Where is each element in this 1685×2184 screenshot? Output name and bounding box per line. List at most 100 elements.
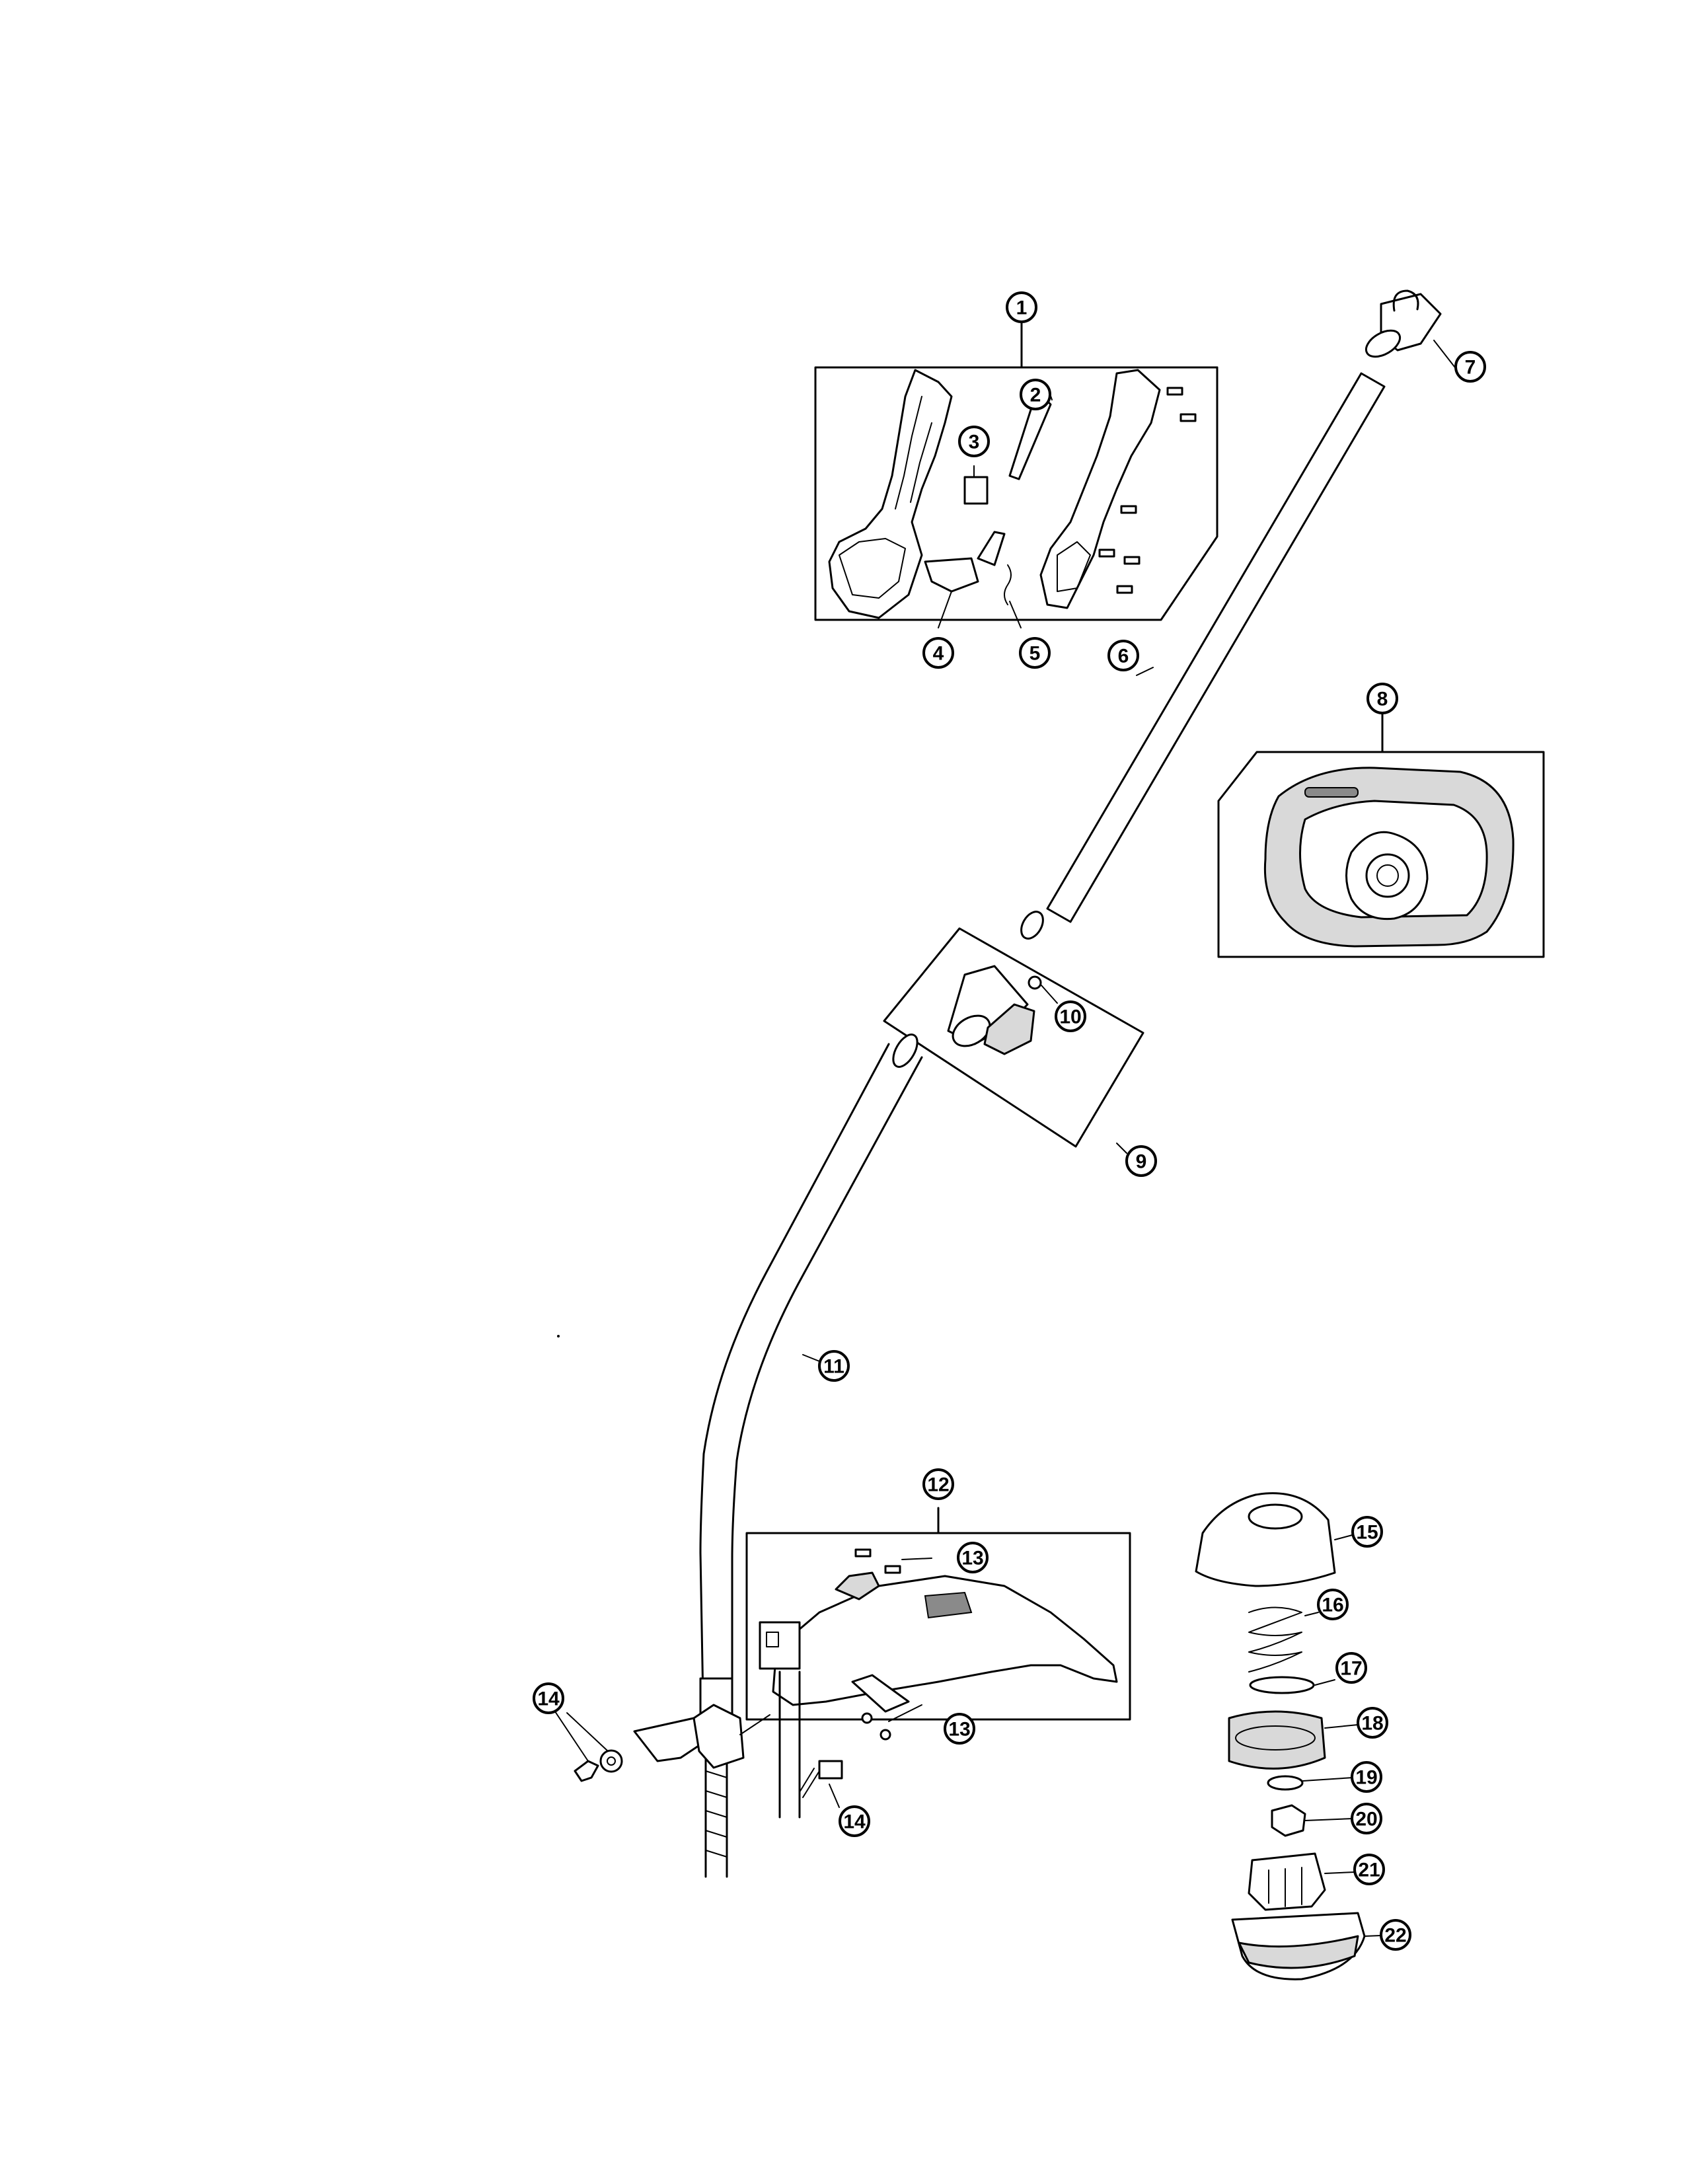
callout-number: 11 — [823, 1356, 844, 1378]
leader-6 — [1136, 667, 1154, 676]
callout-number: 7 — [1465, 357, 1476, 379]
head-spring — [1248, 1606, 1302, 1673]
callout-c5: 5 — [1019, 637, 1051, 669]
coupler-panel — [883, 927, 1144, 1154]
leader-19 — [1302, 1777, 1354, 1782]
callout-c14b: 14 — [839, 1805, 870, 1837]
leader-17 — [1314, 1679, 1335, 1686]
callout-circle — [818, 1350, 850, 1382]
callout-circle — [1020, 379, 1051, 410]
callout-circle — [1006, 291, 1037, 323]
callout-circle — [533, 1682, 564, 1714]
callout-number: 13 — [948, 1719, 970, 1741]
callout-number: 15 — [1356, 1522, 1378, 1544]
left-handle-ribs — [895, 396, 932, 509]
callout-c4: 4 — [922, 637, 954, 669]
guard-bolt-head — [818, 1760, 843, 1780]
leader-4 — [938, 591, 952, 628]
leader-7 — [1433, 340, 1458, 371]
leader-13-bottom — [888, 1704, 922, 1722]
screw — [1166, 387, 1183, 396]
callout-circle — [1055, 1000, 1086, 1032]
leader-15 — [1334, 1534, 1355, 1540]
guard-screw — [854, 1548, 872, 1558]
callout-number: 21 — [1358, 1860, 1380, 1881]
leader-18 — [1324, 1724, 1359, 1729]
callout-c8: 8 — [1367, 683, 1398, 714]
washer-hole — [607, 1756, 616, 1766]
trigger-spring — [1004, 564, 1012, 605]
assist-handle-panel — [1217, 711, 1545, 958]
callout-number: 5 — [1030, 643, 1041, 665]
wing-nut — [574, 1760, 599, 1782]
lower-shaft-group — [633, 1034, 923, 1878]
callout-circle — [1019, 637, 1051, 669]
callout-c7: 7 — [1454, 351, 1486, 383]
trimmer-head-base-rim — [1238, 1935, 1359, 1969]
callout-number: 4 — [933, 643, 944, 665]
callout-c21: 21 — [1353, 1854, 1385, 1885]
leader-14-bracket — [778, 1671, 801, 1819]
callout-c2: 2 — [1020, 379, 1051, 410]
upper-shaft — [1046, 372, 1386, 923]
callout-circle — [1317, 1589, 1349, 1620]
callout-circle — [1125, 1145, 1157, 1177]
right-handle-grip — [1057, 541, 1091, 592]
guard-nut — [861, 1712, 873, 1724]
callout-number: 6 — [1118, 646, 1129, 667]
leader-10 — [1040, 984, 1058, 1004]
speck — [557, 1335, 560, 1337]
callout-c10: 10 — [1055, 1000, 1086, 1032]
washer — [599, 1749, 623, 1773]
assist-handle-clamp-bore — [1376, 864, 1399, 887]
callout-circle — [1351, 1803, 1382, 1834]
upper-shaft-group — [1020, 289, 1458, 940]
leader-9 — [1116, 1143, 1127, 1154]
screw — [1120, 505, 1137, 514]
callout-number: 16 — [1322, 1595, 1343, 1616]
trigger-lever — [977, 531, 1006, 566]
screw — [1116, 585, 1133, 594]
handle-assembly-panel — [814, 319, 1218, 628]
callout-c19: 19 — [1351, 1761, 1382, 1793]
guard-label-pad — [924, 1591, 973, 1619]
trimmer-guard — [772, 1575, 1118, 1706]
callout-number: 10 — [1059, 1006, 1081, 1028]
callout-number: 3 — [969, 432, 980, 453]
callout-circle — [1380, 1919, 1411, 1951]
guard-top-detail — [835, 1571, 880, 1600]
leader-to-guard — [739, 1714, 770, 1735]
coupler-opening — [952, 1014, 991, 1047]
callout-circle — [1353, 1854, 1385, 1885]
guard-nut — [880, 1729, 891, 1741]
right-handle-half — [1039, 369, 1161, 609]
callout-number: 20 — [1355, 1809, 1377, 1830]
trimmer-head-cover-hub — [1248, 1503, 1303, 1530]
leader-11 — [802, 1354, 820, 1362]
callout-circle — [944, 1713, 975, 1745]
leader-14-a — [554, 1711, 589, 1762]
callout-circle — [957, 1542, 989, 1573]
spool-hub-ribs — [1268, 1867, 1302, 1907]
callout-number: 19 — [1355, 1767, 1377, 1789]
guard-screw — [884, 1565, 901, 1574]
leader-13-top — [901, 1558, 932, 1560]
left-handle-half — [828, 369, 953, 619]
coupler-nut — [1028, 975, 1042, 990]
callout-c20: 20 — [1351, 1803, 1382, 1834]
lower-shaft-left-edge — [699, 1043, 890, 1739]
callout-c12: 12 — [922, 1468, 954, 1500]
callout-number: 12 — [927, 1474, 949, 1496]
callout-circle — [1357, 1707, 1388, 1739]
head-washer — [1249, 1676, 1315, 1694]
leader-16 — [1304, 1612, 1319, 1616]
lower-shaft-top-end — [892, 1034, 918, 1068]
callout-c22: 22 — [1380, 1919, 1411, 1951]
coupler-box — [883, 927, 1144, 1148]
spool-hub — [1248, 1852, 1326, 1911]
switch-block — [963, 476, 989, 505]
shaft-end-cap-loop — [1392, 289, 1419, 312]
callout-c6: 6 — [1107, 640, 1139, 671]
